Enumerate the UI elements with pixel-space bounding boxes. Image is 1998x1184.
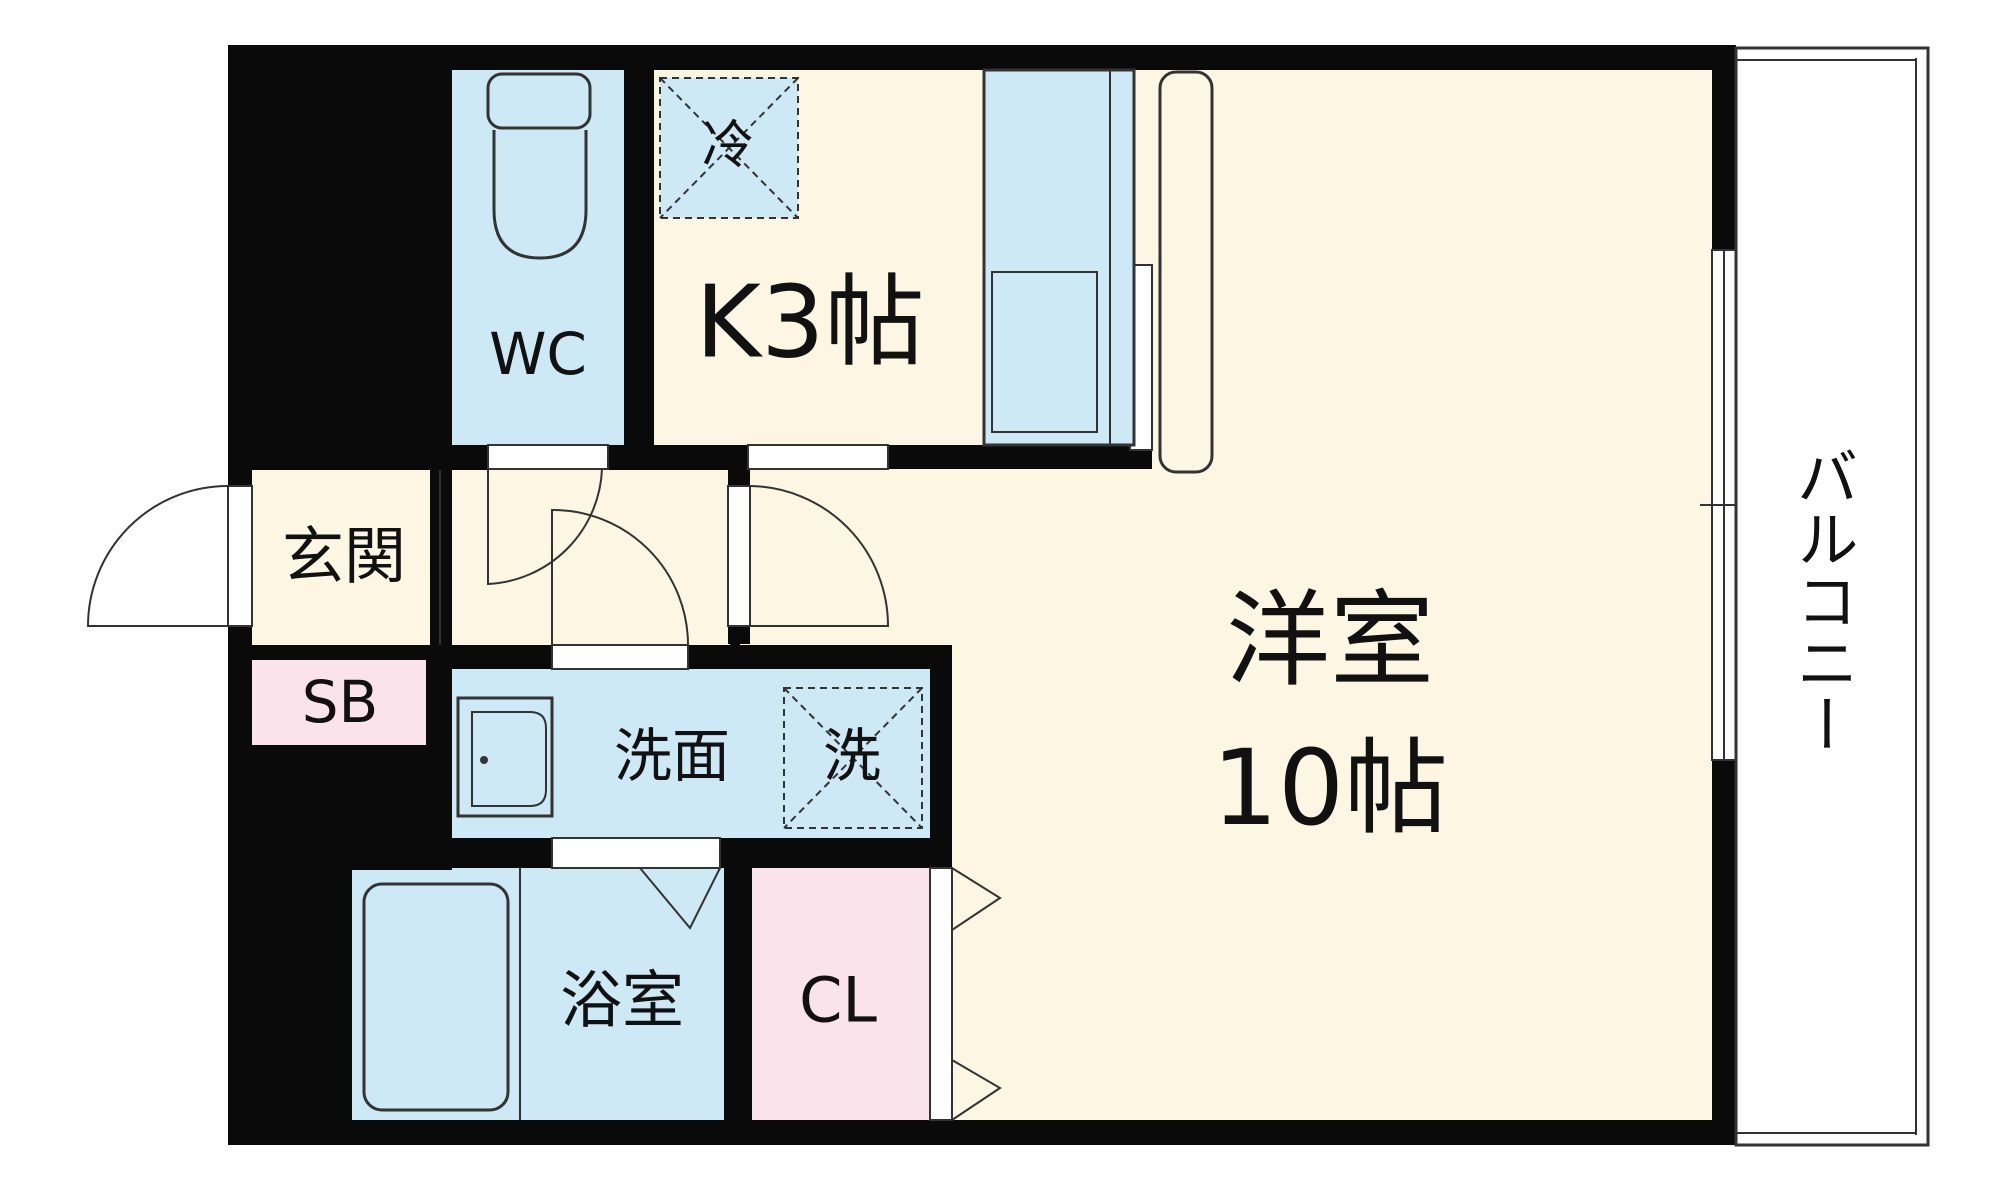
balcony-label: バルコニー	[1786, 445, 1859, 755]
wall-washroom-left	[426, 645, 452, 870]
wc-door-swing	[487, 468, 603, 586]
room-door-opening	[727, 485, 751, 627]
bath-door-opening	[551, 837, 721, 869]
kitchen-label: K3帖	[695, 264, 924, 381]
shoe-box-floor	[252, 660, 426, 745]
shoe-box-label: SB	[302, 668, 379, 736]
wall-left-upper	[228, 45, 452, 470]
closet-door-swing-bottom	[951, 1059, 1002, 1121]
entry-door-opening	[227, 485, 253, 627]
wall-bath-left	[328, 868, 352, 1120]
closet-door-track	[929, 867, 953, 1121]
wall-bath-closet	[724, 868, 752, 1120]
wall-wc-kitchen	[624, 70, 654, 445]
fridge-label: 冷	[702, 116, 754, 176]
washroom-door-opening	[551, 644, 689, 670]
fridge-icon	[659, 77, 799, 219]
balcony-outline	[1734, 46, 1930, 1147]
kitchen-counter-icon	[982, 68, 1136, 447]
wc-door-opening	[487, 444, 609, 470]
room-door-swing	[749, 485, 890, 627]
kitchen-opening	[747, 444, 889, 470]
washer-label: 洗	[823, 722, 881, 790]
entry-door-swing	[86, 485, 229, 627]
bath-door-swing	[639, 867, 721, 930]
washer-icon	[783, 687, 923, 829]
bath-label: 浴室	[560, 964, 684, 1037]
kitchen-bar	[1158, 70, 1214, 474]
wc-label: WC	[489, 320, 587, 388]
closet-label: CL	[799, 964, 877, 1037]
closet-door-swing-top	[951, 867, 1002, 931]
sink-icon	[456, 696, 554, 818]
western-room-size: 10帖	[1212, 727, 1448, 849]
toilet-icon	[486, 72, 592, 260]
washroom-label: 洗面	[614, 722, 730, 790]
western-room-label: 洋室	[1226, 579, 1434, 701]
entrance-label: 玄関	[282, 520, 406, 593]
bathtub-icon	[362, 868, 521, 1120]
closet-floor	[752, 868, 930, 1120]
wall-shoe-box-bottom	[228, 745, 428, 870]
hall-door-swing	[551, 508, 690, 646]
hall-floor	[252, 470, 730, 645]
